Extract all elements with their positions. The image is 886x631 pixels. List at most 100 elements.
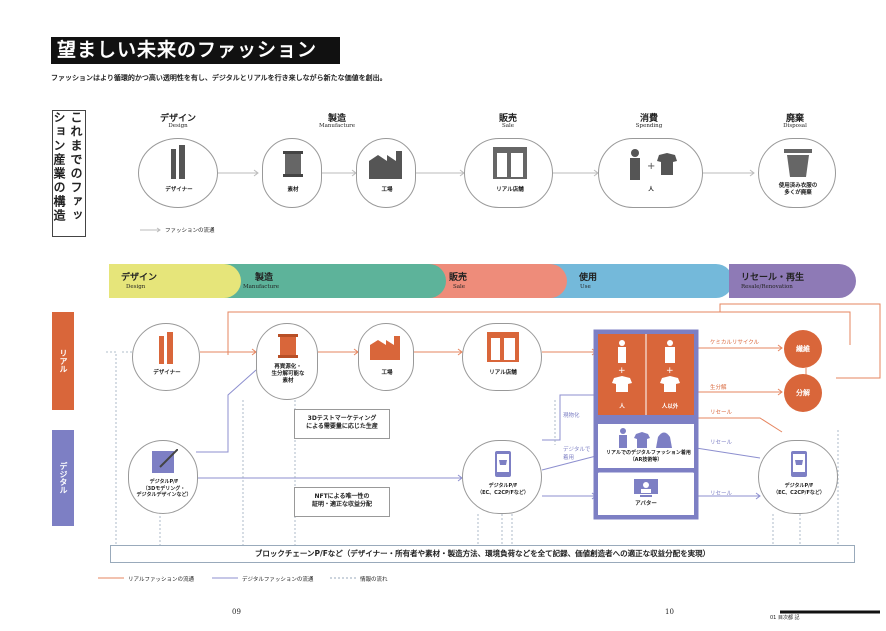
callout-nft: NFTによる唯一性の 証明・適正な収益分配 [294,487,390,517]
label-digital-wear: デジタルで 着用 [563,447,591,462]
band-sale: 販売 [449,273,468,283]
factory-icon [369,151,402,179]
person-shirt-bag-icon [619,428,672,448]
side-label-digital-text: デジタル [59,462,68,494]
person-shirt-icon: + [630,149,677,180]
band-sale-en: Sale [453,284,466,290]
current-structure-label: これまでのファッション産業の構造 [52,110,86,237]
design-tablet-icon [152,449,178,473]
use-person-label: 人 [619,404,625,410]
label-resale-real: リセール [710,410,733,416]
node-store: リアル店舗 [464,138,553,208]
digital-node-sale-pf: デジタルP/F （EC、C2CP/Fなど） [462,440,542,514]
current-flow-arrows [140,169,755,233]
stage-sale: 販売 [498,114,517,124]
node-store-label: リアル店舗 [496,187,524,193]
node-designer: デザイナー [138,138,218,208]
use-box-real-frame [593,329,699,420]
use-real-digital-label: リアルでのデジタルファッション着用 （AR技術等） [606,450,691,463]
node-designer-label: デザイナー [165,187,193,193]
page-number-right: 10 [665,608,674,616]
thread-spool-icon [278,334,298,358]
node-person: + 人 [598,138,703,208]
page-number-left: 09 [232,608,241,616]
stage-disposal: 廃棄 [785,114,804,124]
use-box-digital-frame [593,419,699,520]
digital-flow-arrows [196,369,761,500]
mannequin-plus-shirt-icon: + [660,340,680,392]
stage-manufacture-en: Manufacture [318,123,356,129]
real-node-factory: 工場 [358,323,414,391]
chip-decompose: 分解 [784,374,822,412]
real-node-material-label: 再資源化・ 生分解可能な 素材 [271,364,305,385]
node-disposal-label: 使用済み衣服の 多くが廃棄 [778,183,818,197]
page-subtitle: ファッションはより循環的かつ高い透明性を有し、デジタルとリアルを行き来しながら新… [51,74,387,82]
band-use-en: Use [580,284,591,290]
label-resale-digital: リセール [710,440,733,446]
stage-band: デザイン Design 製造 Manufacture 販売 Sale 使用 Us… [109,264,856,298]
node-material-label: 素材 [287,187,299,193]
stage-band-shapes [109,264,856,298]
side-label-digital: デジタル [52,430,74,526]
stage-design-en: Design [168,123,188,129]
use-person-cell: + 人 [598,334,646,415]
callout-marketing: 3Dテストマーケティング による需要量に応じた生産 [294,409,390,439]
ruler-pencil-icon [171,145,185,179]
storefront-icon [487,332,519,362]
legend-info: 情報の流れ [360,577,388,583]
blockchain-bar: ブロックチェーンP/Fなど（デザイナー・所有者や素材・製造方法、環境負荷などを全… [110,545,855,563]
stage-sale-en: Sale [501,123,515,129]
node-factory-label: 工場 [381,187,393,193]
footer-section: 01 目次都 記 [770,615,800,621]
legend-digital: デジタルファッションの流通 [242,577,314,583]
use-nonperson-label: 人以外 [661,404,679,410]
band-resale-en: Resale/Renovation [741,284,793,290]
real-node-store: リアル店舗 [462,323,542,391]
label-resale-avatar: リセール [710,491,733,497]
band-use: 使用 [579,273,598,283]
node-disposal: 使用済み衣服の 多くが廃棄 [758,138,836,208]
storefront-icon [493,147,527,179]
stage-disposal-en: Disposal [783,123,807,129]
node-factory: 工場 [356,138,416,208]
use-avatar-label: アバター [635,501,657,507]
smartphone-cart-icon [495,451,511,477]
legend-real: リアルファッションの流通 [128,577,194,583]
side-label-real-text: リアル [59,349,68,373]
label-chemical-recycle: ケミカルリサイクル [710,340,760,346]
monitor-avatar-icon [634,479,658,497]
current-flow-legend: ファッションの流通 [165,228,215,234]
current-structure-label-text: これまでのファッション産業の構造 [52,111,83,223]
thread-spool-icon [283,151,303,177]
use-real-digital-cell: リアルでのデジタルファッション着用 （AR技術等） [598,424,694,468]
stage-design: デザイン [159,114,196,124]
label-physicalize: 現物化 [563,413,580,419]
band-manufacture: 製造 [255,273,274,283]
person-plus-shirt-icon: + [612,340,632,392]
use-nonperson-cell: + 人以外 [646,334,694,415]
band-design-en: Design [126,284,146,290]
band-resale: リセール・再生 [741,273,805,283]
node-person-label: 人 [648,187,654,193]
ruler-pencil-icon [159,332,173,364]
digital-node-resale-pf: デジタルP/F （EC、C2CP/Fなど） [758,440,838,514]
digital-node-resale-pf-label: デジタルP/F （EC、C2CP/Fなど） [773,483,825,496]
info-flow-arrows [106,351,839,545]
real-node-factory-label: 工場 [381,370,393,376]
real-flow-arrows [200,303,881,433]
real-node-designer-label: デザイナー [153,370,181,376]
chip-fiber: 繊維 [784,330,822,368]
real-node-designer: デザイナー [132,323,200,391]
stage-manufacture: 製造 [327,114,346,124]
blockchain-text: ブロックチェーンP/Fなど（デザイナー・所有者や素材・製造方法、環境負荷などを全… [254,549,711,558]
side-label-real: リアル [52,312,74,410]
trash-icon [784,149,812,177]
stage-spending: 消費 [639,114,658,124]
node-material: 素材 [262,138,322,208]
use-avatar-cell: アバター [598,473,694,515]
label-biodegrade: 生分解 [710,385,727,391]
smartphone-cart-icon [791,451,807,477]
svg-text:+: + [666,366,674,376]
page-title: 望ましい未来のファッション [51,37,340,64]
